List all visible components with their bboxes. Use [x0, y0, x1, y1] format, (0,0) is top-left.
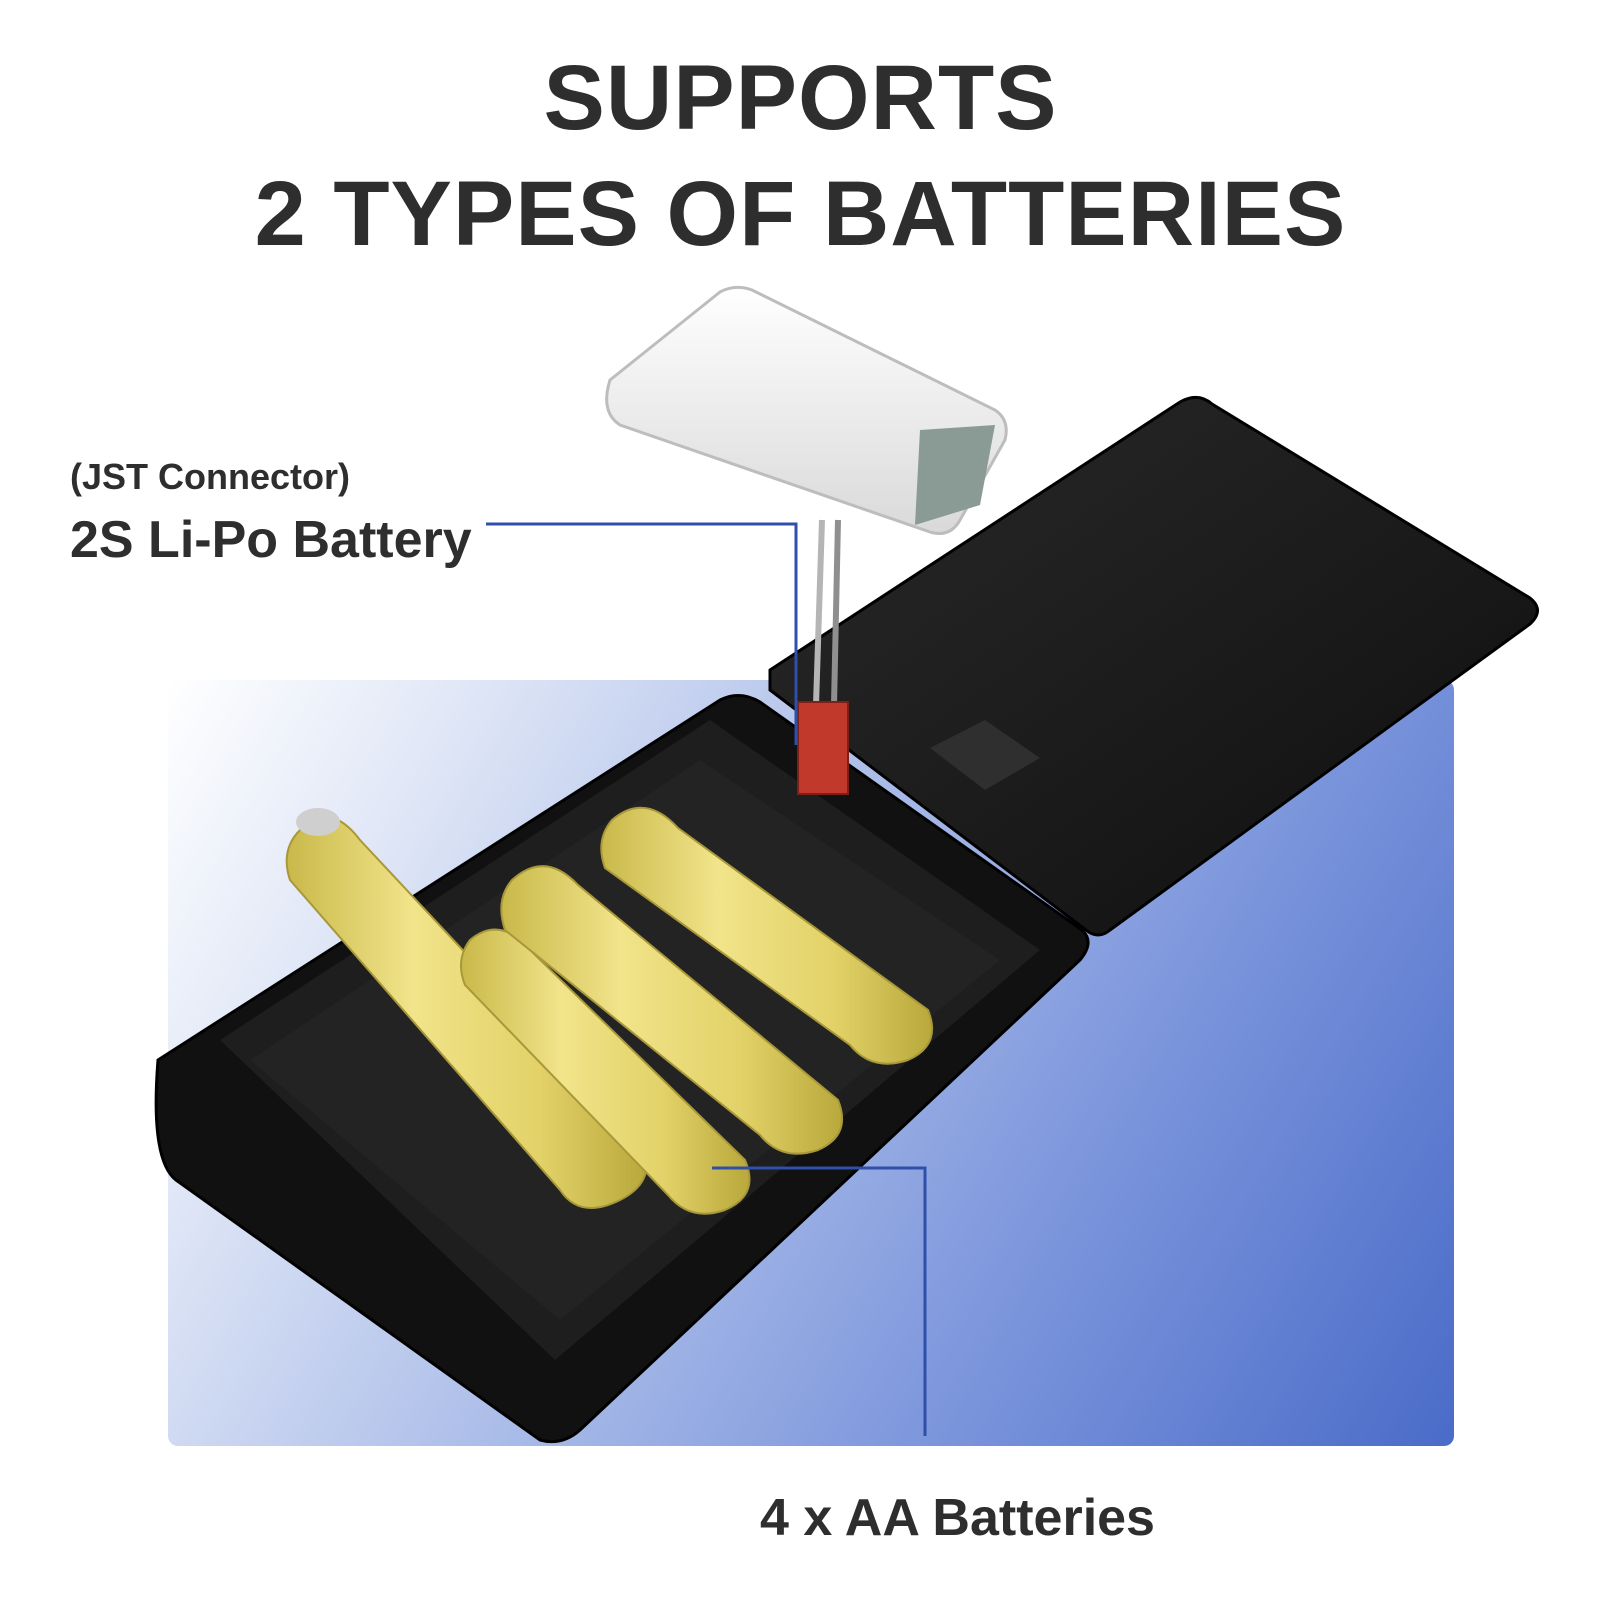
aa-battery-4	[600, 806, 933, 1065]
aa-batteries-label: 4 x AA Batteries	[760, 1489, 1155, 1547]
aa-battery-1	[285, 808, 648, 1209]
headline-line-2: 2 TYPES OF BATTERIES	[254, 163, 1347, 265]
lipo-connector-label: (JST Connector)	[70, 456, 351, 497]
lipo-callout-line	[486, 522, 798, 745]
lipo-battery-label: 2S Li-Po Battery	[70, 511, 472, 569]
jst-connector	[797, 519, 849, 795]
lipo-battery-pack	[605, 285, 1008, 535]
aa-callout-line	[712, 1166, 927, 1436]
headline-line-1: SUPPORTS	[543, 47, 1058, 149]
battery-box-lid	[768, 396, 1539, 937]
aa-battery-3	[500, 865, 843, 1155]
